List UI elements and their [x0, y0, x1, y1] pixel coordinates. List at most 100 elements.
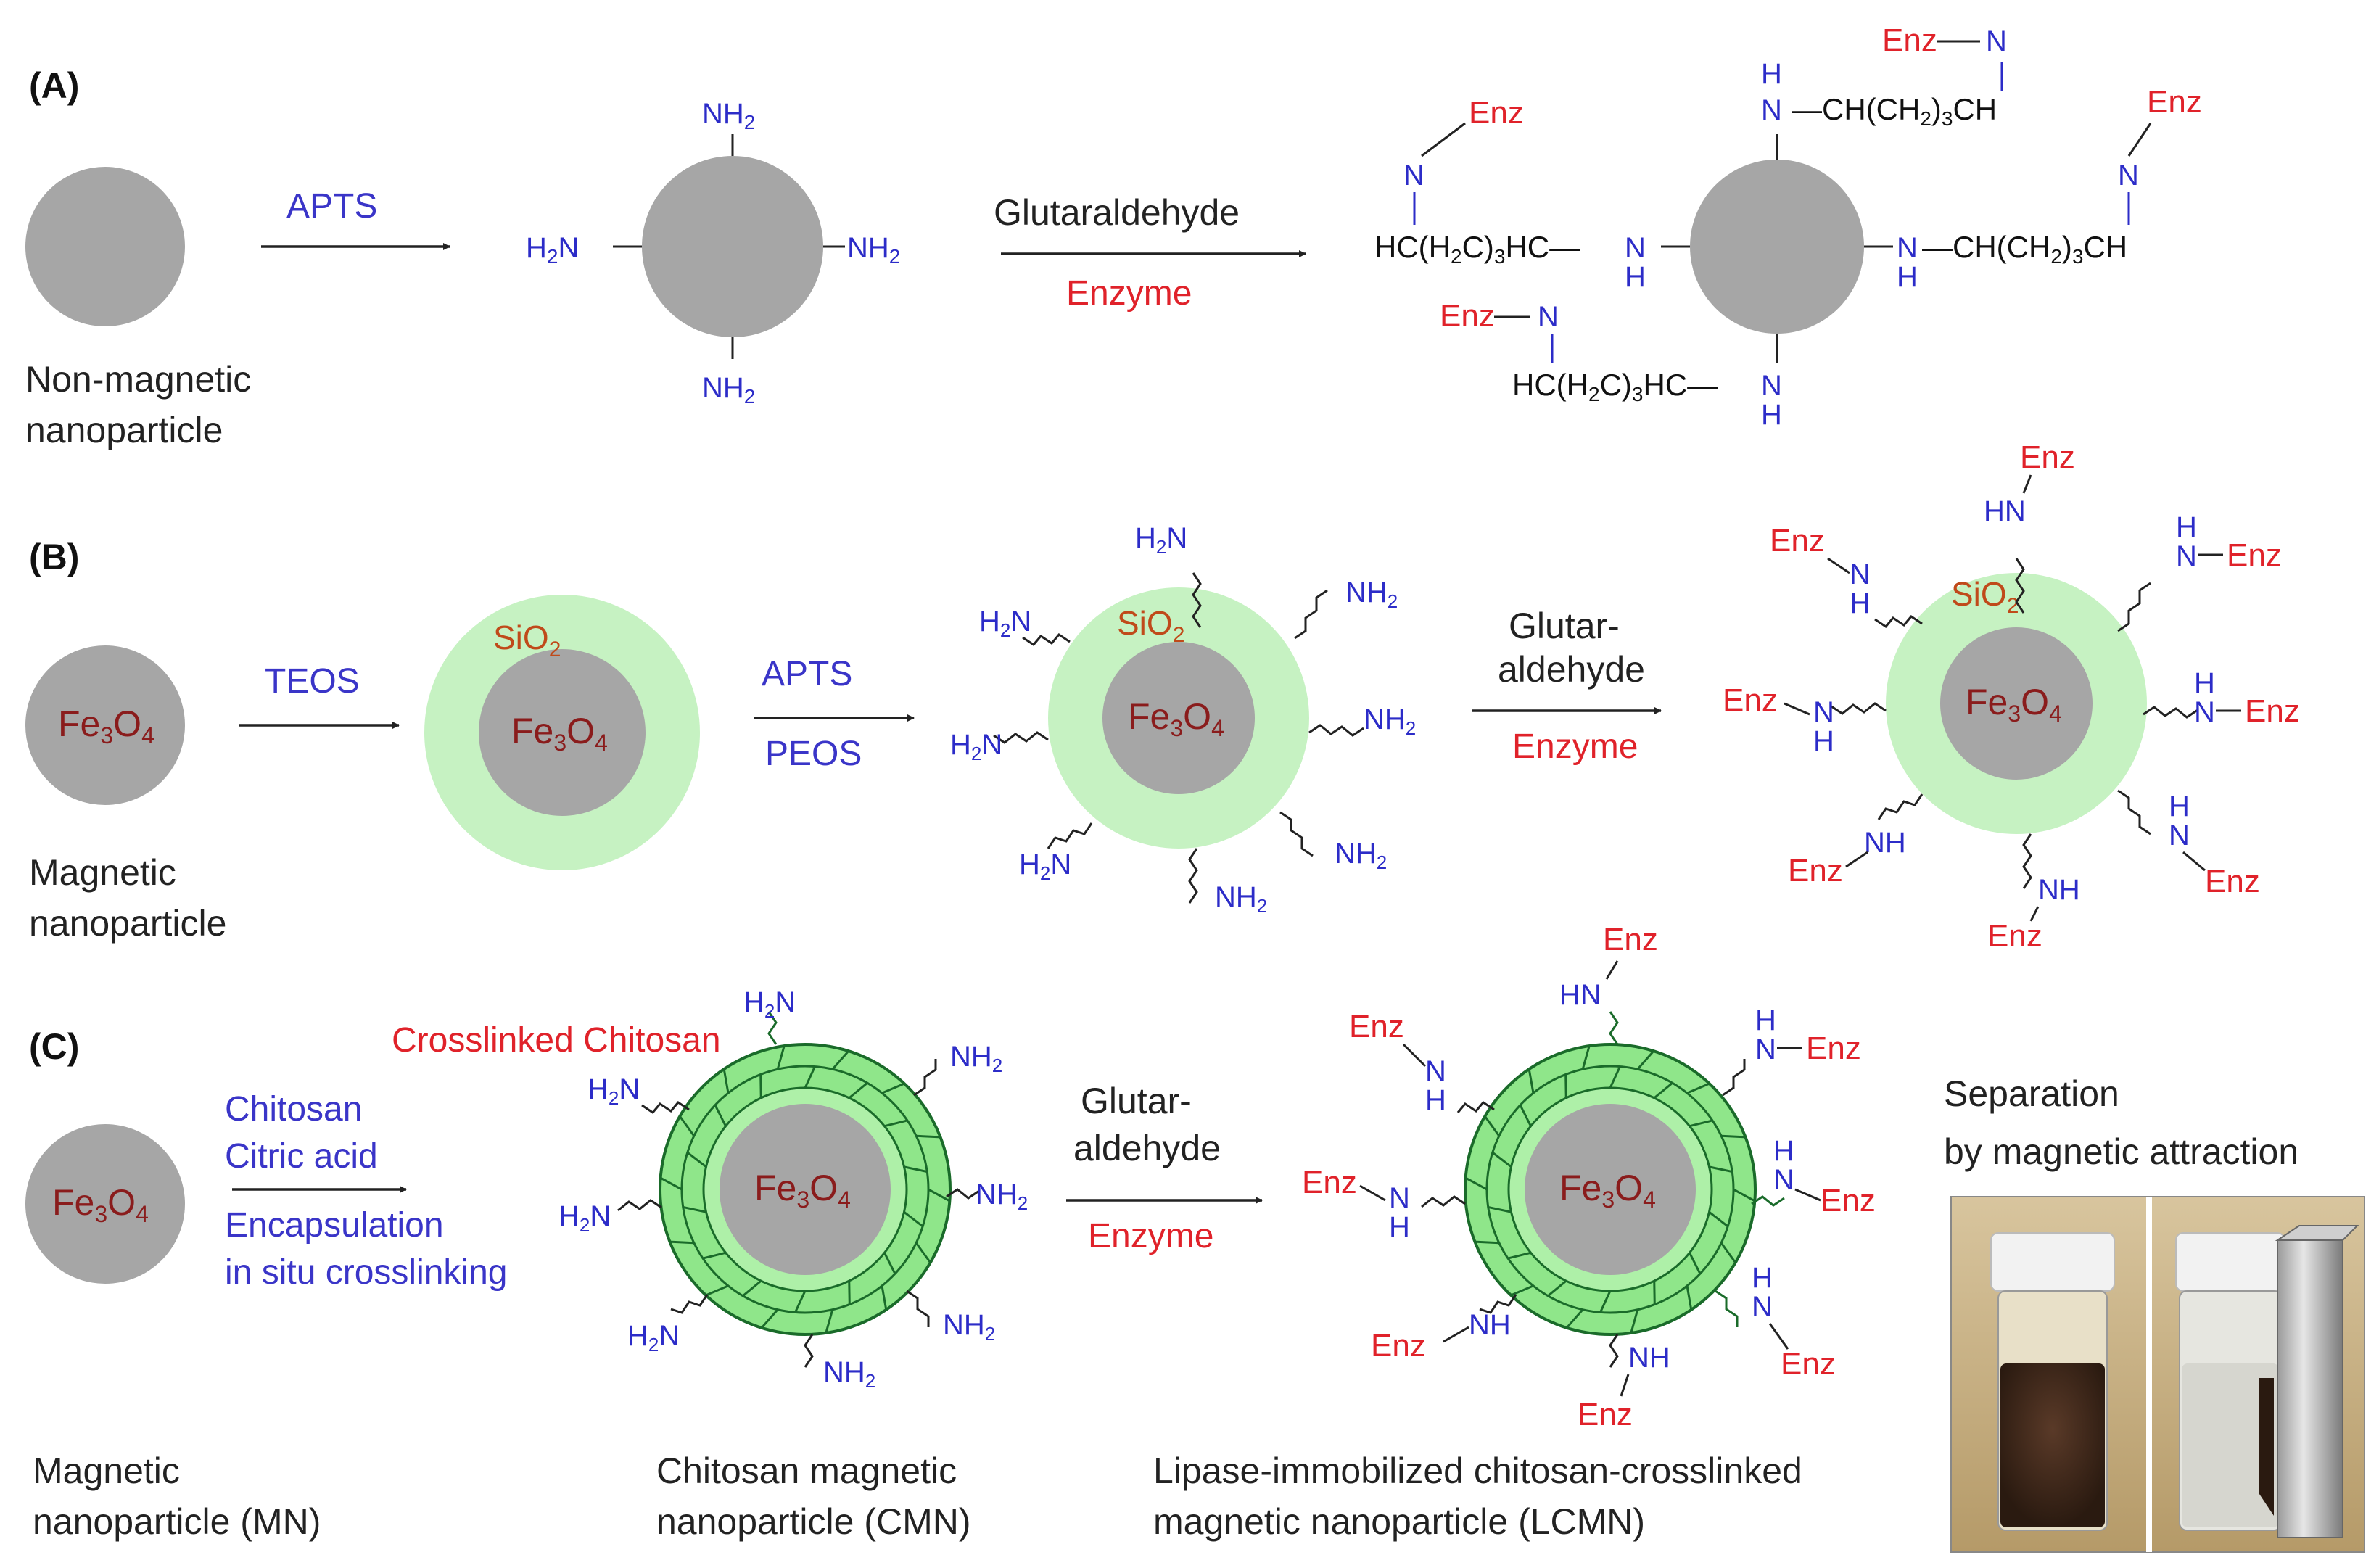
enz-c-tr: Enz: [1806, 1031, 1861, 1066]
panel-b-teos-label: TEOS: [265, 662, 360, 701]
crosslink-spoke: [1488, 1205, 1512, 1213]
enz-c-left: Enz: [1302, 1165, 1357, 1200]
vial-cap-right: [2175, 1232, 2285, 1292]
svg-text:NH: NH: [1469, 1309, 1511, 1341]
crosslink-spoke: [776, 1045, 786, 1070]
svg-text:N: N: [1761, 370, 1782, 402]
crosslink-spoke: [1507, 1251, 1531, 1260]
enz-b-right: Enz: [2245, 693, 2300, 729]
panel-a-glutaraldehyde-label: Glutaraldehyde: [994, 192, 1240, 233]
non-magnetic-particle: [25, 167, 185, 326]
svg-text:NH2: NH2: [1215, 881, 1267, 917]
crosslink-spoke: [1689, 1119, 1713, 1128]
svg-text:H2N: H2N: [1019, 849, 1071, 884]
svg-text:N: N: [2118, 160, 2139, 191]
crosslink-spoke: [1653, 1082, 1673, 1099]
svg-text:H: H: [1897, 261, 1918, 293]
enz-c-bottom: Enz: [1578, 1397, 1633, 1432]
crosslink-spoke: [915, 1242, 931, 1263]
crosslink-spoke: [794, 1290, 807, 1313]
panel-c-glutar-label-1: Glutar-: [1081, 1081, 1192, 1121]
crosslink-spoke: [760, 1308, 779, 1329]
crosslink-spoke: [1733, 1188, 1756, 1202]
svg-text:SiO2: SiO2: [493, 619, 561, 661]
crosslink-spoke: [1708, 1210, 1729, 1228]
panel-a-enzyme-label: Enzyme: [1066, 274, 1192, 313]
crosslink-spoke: [1510, 1284, 1534, 1297]
crosslink-spoke: [881, 1082, 905, 1094]
crosslink-spoke: [904, 1165, 928, 1173]
crosslink-spoke: [705, 1284, 729, 1297]
svg-text:H: H: [1773, 1135, 1794, 1167]
crosslink-spoke: [669, 1240, 694, 1245]
svg-text:N: N: [1752, 1291, 1773, 1323]
svg-text:H: H: [2194, 667, 2215, 699]
enz-c-top: Enz: [1603, 922, 1658, 957]
enz-b-left: Enz: [1723, 682, 1778, 718]
svg-text:Fe3O4: Fe3O4: [1128, 696, 1224, 741]
panel-c-reagent-2: Citric acid: [225, 1137, 378, 1176]
svg-text:N: N: [2176, 540, 2197, 572]
svg-text:NH2: NH2: [1335, 838, 1387, 873]
panel-b-label: (B): [29, 537, 79, 577]
caption-lcmn-1: Lipase-immobilized chitosan-crosslinked: [1153, 1451, 1802, 1491]
svg-text:HN: HN: [1984, 495, 2026, 527]
crosslinked-chitosan-label: Crosslinked Chitosan: [392, 1021, 721, 1060]
crosslink-spoke: [1547, 1279, 1567, 1297]
svg-text:Fe3O4: Fe3O4: [58, 703, 154, 748]
svg-text:—CH(CH2)3CH: —CH(CH2)3CH: [1792, 92, 1997, 130]
enz-a-left: Enz: [1469, 95, 1524, 131]
panel-b-start-caption-1: Magnetic: [29, 852, 176, 893]
amine-right-a: NH2: [847, 232, 900, 268]
crosslink-spoke: [1720, 1242, 1736, 1263]
crosslink-spoke: [1653, 1281, 1656, 1305]
svg-text:H: H: [1389, 1211, 1410, 1243]
svg-text:H2N: H2N: [743, 986, 796, 1022]
chitosan-particle: Fe3O4: [659, 1043, 952, 1336]
crosslink-spoke: [928, 1188, 951, 1202]
crosslink-spoke: [679, 1115, 696, 1137]
crosslink-spoke: [659, 1176, 683, 1191]
panel-c-reagent-4: in situ crosslinking: [225, 1253, 507, 1292]
svg-text:H2N: H2N: [950, 729, 1002, 764]
crosslink-spoke: [1609, 1065, 1621, 1089]
svg-text:Fe3O4: Fe3O4: [1966, 682, 2062, 727]
crosslink-spoke: [1581, 1045, 1591, 1070]
svg-text:H: H: [1755, 1004, 1776, 1036]
aminated-particle: [642, 156, 823, 337]
crosslink-spoke: [1484, 1115, 1501, 1137]
svg-text:N: N: [1986, 25, 2007, 57]
svg-text:H2N: H2N: [558, 1200, 611, 1236]
crosslink-spoke: [1721, 1134, 1746, 1139]
enz-c-br: Enz: [1781, 1346, 1836, 1382]
panel-c: (C) Fe3O4 Chitosan Citric acid Encapsula…: [25, 922, 2365, 1553]
caption-cmn-2: nanoparticle (CMN): [656, 1501, 970, 1542]
svg-text:SiO2: SiO2: [1951, 575, 2019, 618]
svg-text:H: H: [2176, 511, 2197, 543]
crosslink-spoke: [722, 1068, 730, 1094]
enz-c-right: Enz: [1821, 1183, 1876, 1218]
panel-c-reagent-1: Chitosan: [225, 1090, 362, 1128]
crosslink-spoke: [903, 1210, 924, 1228]
svg-text:N: N: [1625, 232, 1646, 264]
svg-text:H: H: [1813, 725, 1834, 757]
crosslink-spoke: [1689, 1252, 1702, 1274]
crosslink-spoke: [686, 1151, 707, 1168]
panel-b-apts-label: APTS: [762, 655, 852, 693]
svg-text:N: N: [1425, 1055, 1446, 1087]
svg-text:NH: NH: [1628, 1342, 1670, 1374]
panel-a-apts-label: APTS: [286, 187, 377, 226]
crosslink-spoke: [714, 1105, 727, 1127]
separation-caption-1: Separation: [1944, 1073, 2119, 1114]
crosslink-spoke: [848, 1281, 851, 1305]
panel-b-peos-label: PEOS: [765, 735, 862, 773]
crosslink-spoke: [881, 1285, 888, 1311]
crosslink-spoke: [1464, 1176, 1488, 1191]
vial-dispersed: [2000, 1363, 2105, 1527]
crosslink-spoke: [742, 1279, 762, 1297]
crosslink-spoke: [1599, 1290, 1612, 1313]
enz-c-bl: Enz: [1371, 1328, 1426, 1363]
lcmn-particle: Fe3O4: [1464, 1043, 1757, 1336]
crosslink-spoke: [1527, 1068, 1535, 1094]
